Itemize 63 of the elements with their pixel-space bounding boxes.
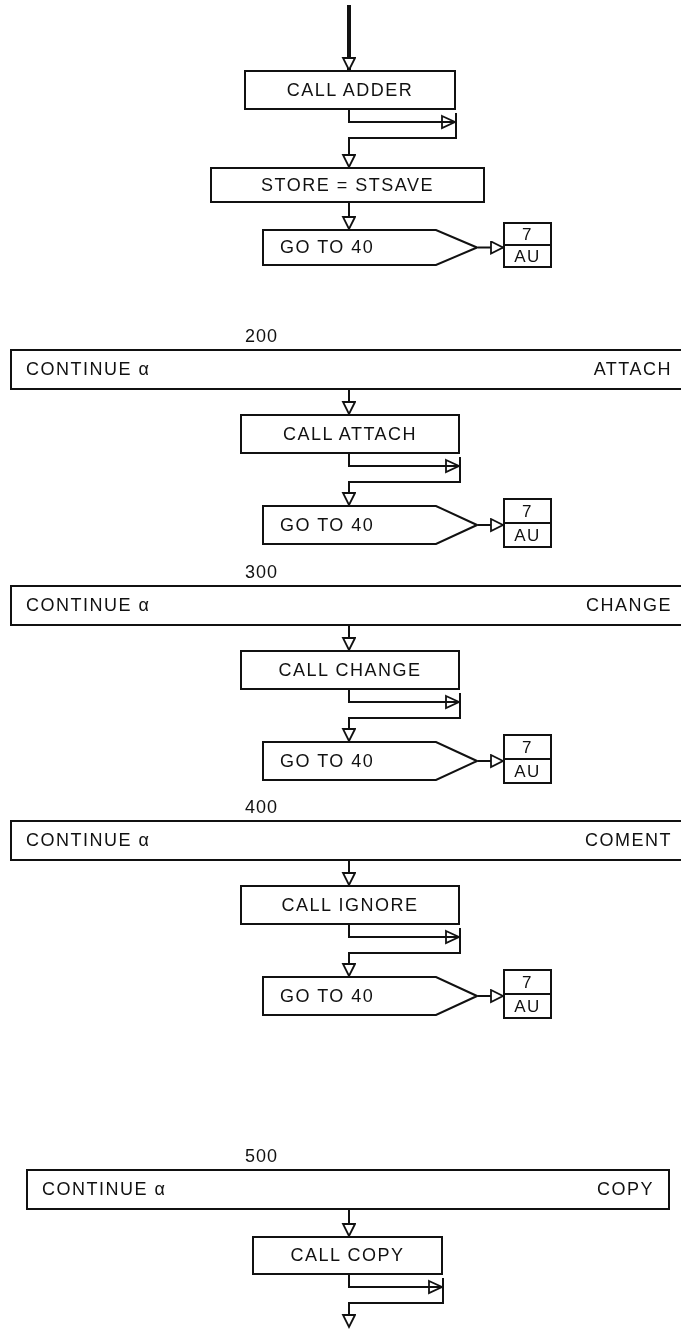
routine-name: COPY <box>597 1179 654 1200</box>
process-box <box>240 414 460 454</box>
arrow <box>342 625 356 651</box>
box-label: CALL COPY <box>290 1245 405 1266</box>
goto-box <box>262 976 478 1016</box>
connector-box <box>503 222 552 268</box>
process-box <box>210 167 485 203</box>
goto-label: GO TO 40 <box>280 514 375 536</box>
connector-label: 7 <box>521 971 534 993</box>
connector-label: 7 <box>521 500 534 522</box>
goto-box <box>262 229 478 266</box>
process-box <box>240 885 460 925</box>
loop-arrow <box>342 1274 444 1328</box>
arrow <box>342 202 356 230</box>
routine-name: ATTACH <box>593 359 672 380</box>
goto-box <box>262 741 478 781</box>
continue-bar <box>10 585 681 626</box>
arrow <box>477 518 504 532</box>
box-label: CALL CHANGE <box>278 659 422 681</box>
loop-arrow <box>342 109 457 168</box>
process-box <box>244 70 456 110</box>
statement-number: 300 <box>245 562 279 583</box>
box-label: CALL ATTACH <box>282 423 418 445</box>
continue-bar <box>10 820 681 861</box>
box-label: STORE = STSAVE <box>261 174 434 196</box>
arrow <box>342 1209 356 1237</box>
statement-label: CONTINUE α <box>26 359 151 380</box>
statement-label: CONTINUE α <box>42 1179 167 1200</box>
continue-bar <box>26 1169 670 1210</box>
process-box <box>252 1236 443 1275</box>
connector-label: AU <box>505 993 550 1017</box>
loop-arrow <box>342 453 461 506</box>
process-box <box>240 650 460 690</box>
routine-name: CHANGE <box>586 595 672 616</box>
loop-arrow <box>342 689 461 742</box>
goto-label: GO TO 40 <box>280 985 375 1007</box>
goto-label: GO TO 40 <box>280 750 375 772</box>
routine-name: COMENT <box>585 830 672 851</box>
connector-label: AU <box>505 522 550 546</box>
continue-bar <box>10 349 681 390</box>
statement-label: CONTINUE α <box>26 830 151 851</box>
loop-arrow <box>342 924 461 977</box>
statement-number: 200 <box>245 326 279 347</box>
arrow <box>477 989 504 1003</box>
arrow <box>342 5 356 71</box>
connector-box <box>503 734 552 784</box>
arrow <box>342 389 356 415</box>
arrow <box>342 860 356 886</box>
connector-label: AU <box>505 758 550 782</box>
arrow <box>477 240 504 255</box>
connector-box <box>503 969 552 1019</box>
connector-label: 7 <box>521 736 534 758</box>
connector-label: AU <box>505 244 550 266</box>
box-label: CALL IGNORE <box>281 894 419 916</box>
box-label: CALL ADDER <box>286 79 414 101</box>
goto-box <box>262 505 478 545</box>
connector-label: 7 <box>521 224 534 244</box>
statement-label: CONTINUE α <box>26 595 151 616</box>
statement-number: 400 <box>245 797 279 818</box>
arrow <box>477 754 504 768</box>
statement-number: 500 <box>245 1146 279 1167</box>
connector-box <box>503 498 552 548</box>
goto-label: GO TO 40 <box>280 237 375 258</box>
